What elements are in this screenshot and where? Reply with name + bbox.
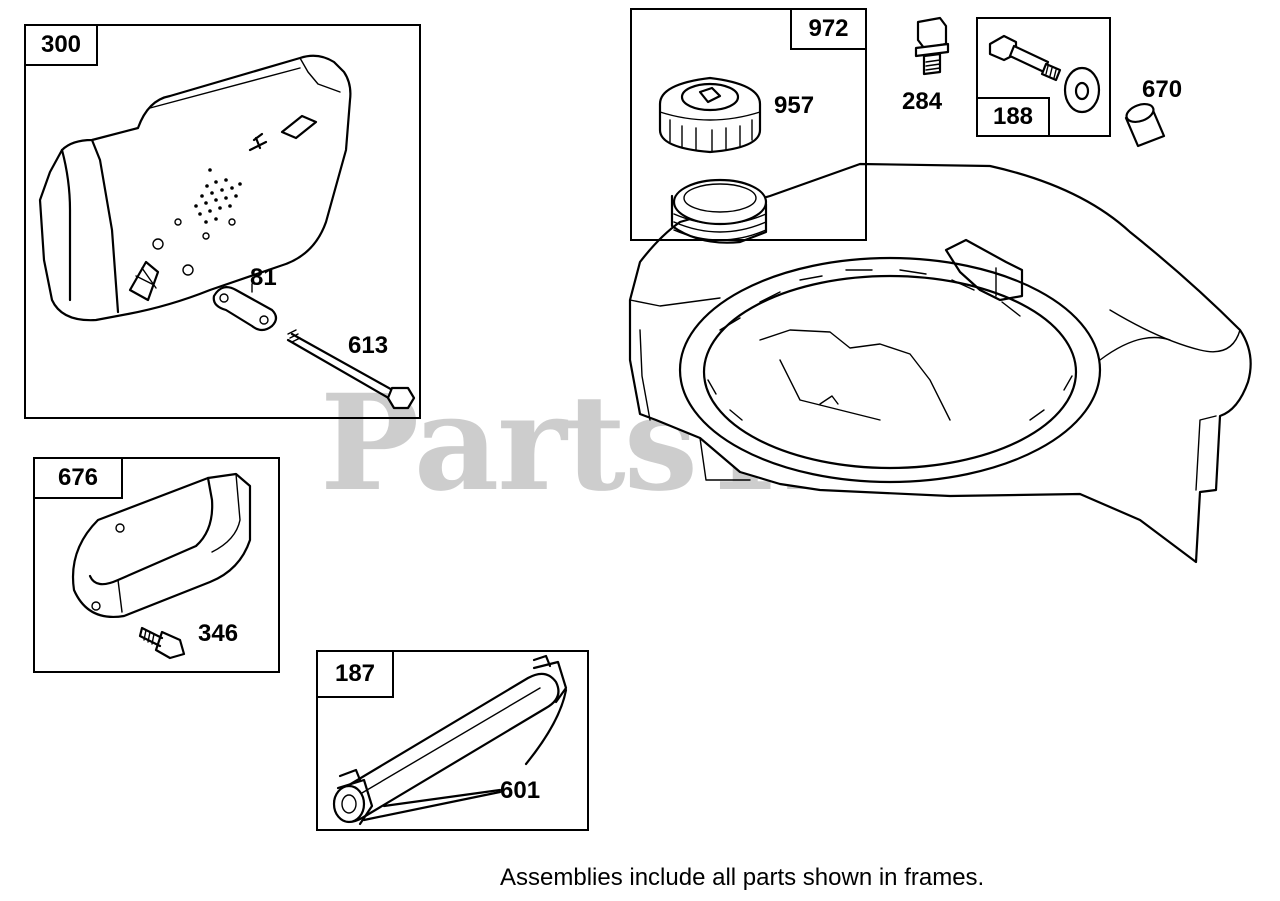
frame-label-972: 972 <box>790 8 867 50</box>
fuel-cap-drawing <box>658 76 762 154</box>
callout-346: 346 <box>198 620 239 647</box>
frame-187 <box>316 650 589 831</box>
callout-957: 957 <box>774 92 815 119</box>
bolt-188-drawing <box>988 34 1101 114</box>
callout-284: 284 <box>902 88 943 115</box>
assemblies-footnote: Assemblies include all parts shown in fr… <box>500 864 985 891</box>
frame-676 <box>33 457 280 673</box>
callout-670: 670 <box>1142 76 1183 103</box>
muffler-drawing <box>38 54 416 410</box>
frame-972 <box>630 8 867 241</box>
callout-601: 601 <box>500 777 541 804</box>
callout-81: 81 <box>250 264 277 291</box>
callout-613: 613 <box>348 332 389 359</box>
bolt-284-drawing <box>914 16 950 76</box>
frame-label-300: 300 <box>24 24 98 66</box>
frame-300 <box>24 24 421 419</box>
fuel-line-drawing <box>332 654 568 826</box>
frame-label-187: 187 <box>316 650 394 698</box>
muffler-guard-drawing <box>72 472 252 660</box>
spacer-670-drawing <box>1124 102 1166 148</box>
frame-label-188: 188 <box>976 97 1050 137</box>
frame-label-676: 676 <box>33 457 123 499</box>
blower-housing-drawing <box>628 162 1252 564</box>
